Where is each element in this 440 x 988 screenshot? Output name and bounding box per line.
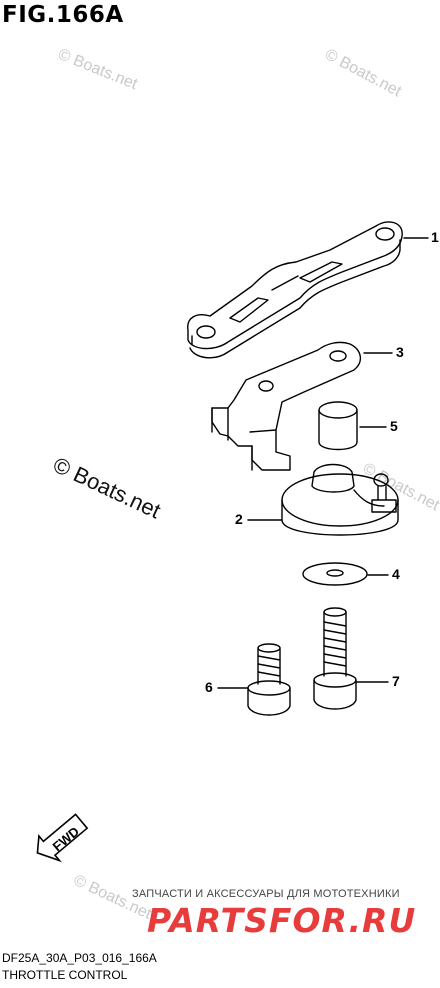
brand-tagline: ЗАПЧАСТИ И АКСЕССУАРЫ ДЛЯ МОТОТЕХНИКИ	[132, 888, 400, 900]
callout-4: 4	[392, 566, 400, 582]
callout-1: 1	[431, 229, 439, 245]
short-bolt-part	[247, 643, 291, 716]
callout-3: 3	[396, 344, 404, 360]
bracket-part	[211, 341, 361, 471]
brand-logo: PARTSFOR.RU	[147, 901, 417, 940]
collar-part	[318, 401, 358, 451]
diagram-code: DF25A_30A_P03_016_166A	[2, 951, 157, 965]
long-bolt-part	[313, 607, 357, 710]
figure-title: FIG.166A	[2, 2, 124, 28]
throttle-lever-part	[187, 221, 403, 359]
callout-5: 5	[390, 418, 398, 434]
callout-7: 7	[392, 673, 400, 689]
washer-part	[302, 562, 368, 586]
fwd-arrow-icon: FWD	[36, 813, 89, 863]
throttle-cam-part	[281, 463, 399, 536]
diagram-caption: THROTTLE CONTROL	[2, 968, 128, 982]
callout-2: 2	[235, 511, 243, 527]
callout-6: 6	[205, 679, 213, 695]
